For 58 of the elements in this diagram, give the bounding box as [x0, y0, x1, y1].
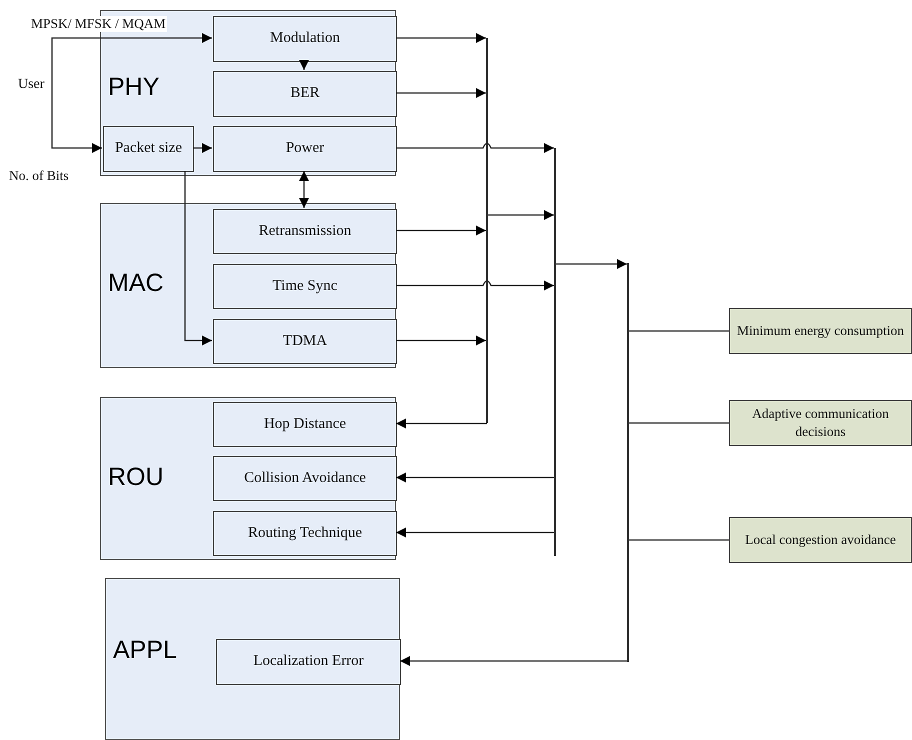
arrow [396, 226, 486, 236]
box-label: Packet size [114, 140, 182, 158]
box-label: Routing Technique [248, 524, 362, 542]
box-label: Modulation [270, 30, 340, 48]
layer-box [100, 203, 396, 368]
process-box [213, 126, 397, 172]
process-box [103, 126, 194, 172]
box-label: Power [286, 140, 324, 158]
outcome-box [729, 400, 912, 446]
arrow [51, 84, 102, 153]
arrow [51, 33, 212, 86]
arrow [396, 143, 554, 153]
bus-line [627, 263, 629, 662]
layer-name: ROU [108, 463, 164, 492]
process-box [213, 319, 397, 364]
arrow [488, 210, 554, 220]
process-box [213, 16, 397, 62]
arrow [396, 33, 486, 43]
outcome-box [729, 517, 912, 563]
box-label: Minimum energy consumption [737, 322, 904, 340]
box-label: BER [290, 85, 320, 103]
layer-box [100, 397, 396, 560]
arrow [299, 60, 309, 70]
bus-line [554, 148, 556, 556]
layer-name: APPL [113, 636, 177, 665]
arrow [396, 472, 554, 482]
process-box [213, 511, 397, 556]
arrow [400, 656, 627, 666]
arrow [184, 171, 212, 346]
outcome-box [729, 308, 912, 354]
arrow [299, 171, 309, 208]
box-label: Localization Error [253, 653, 364, 671]
process-box [213, 71, 397, 117]
process-box [213, 456, 397, 501]
layer-box [105, 578, 400, 740]
box-label: Hop Distance [264, 416, 346, 434]
arrow [396, 88, 486, 98]
input-label: User [18, 77, 44, 93]
edge-label: MPSK/ MFSK / MQAM [30, 16, 167, 32]
box-label: TDMA [282, 332, 328, 350]
process-box [216, 639, 401, 685]
arrow [396, 418, 487, 428]
box-label: Time Sync [272, 278, 338, 296]
arrow [396, 336, 486, 346]
box-label: Retransmission [258, 222, 352, 240]
bus-line [486, 38, 488, 423]
process-box [213, 209, 397, 254]
box-label: Adaptive communication decisions [751, 405, 890, 441]
arrow [556, 259, 627, 269]
layer-name: PHY [108, 73, 160, 102]
arrow [396, 528, 554, 538]
box-label: Collision Avoidance [244, 470, 366, 488]
arrow [193, 143, 212, 153]
process-box [213, 264, 397, 309]
arrow [396, 280, 554, 290]
box-label: Local congestion avoidance [745, 531, 896, 549]
process-box [213, 402, 397, 447]
layer-name: MAC [108, 269, 164, 298]
